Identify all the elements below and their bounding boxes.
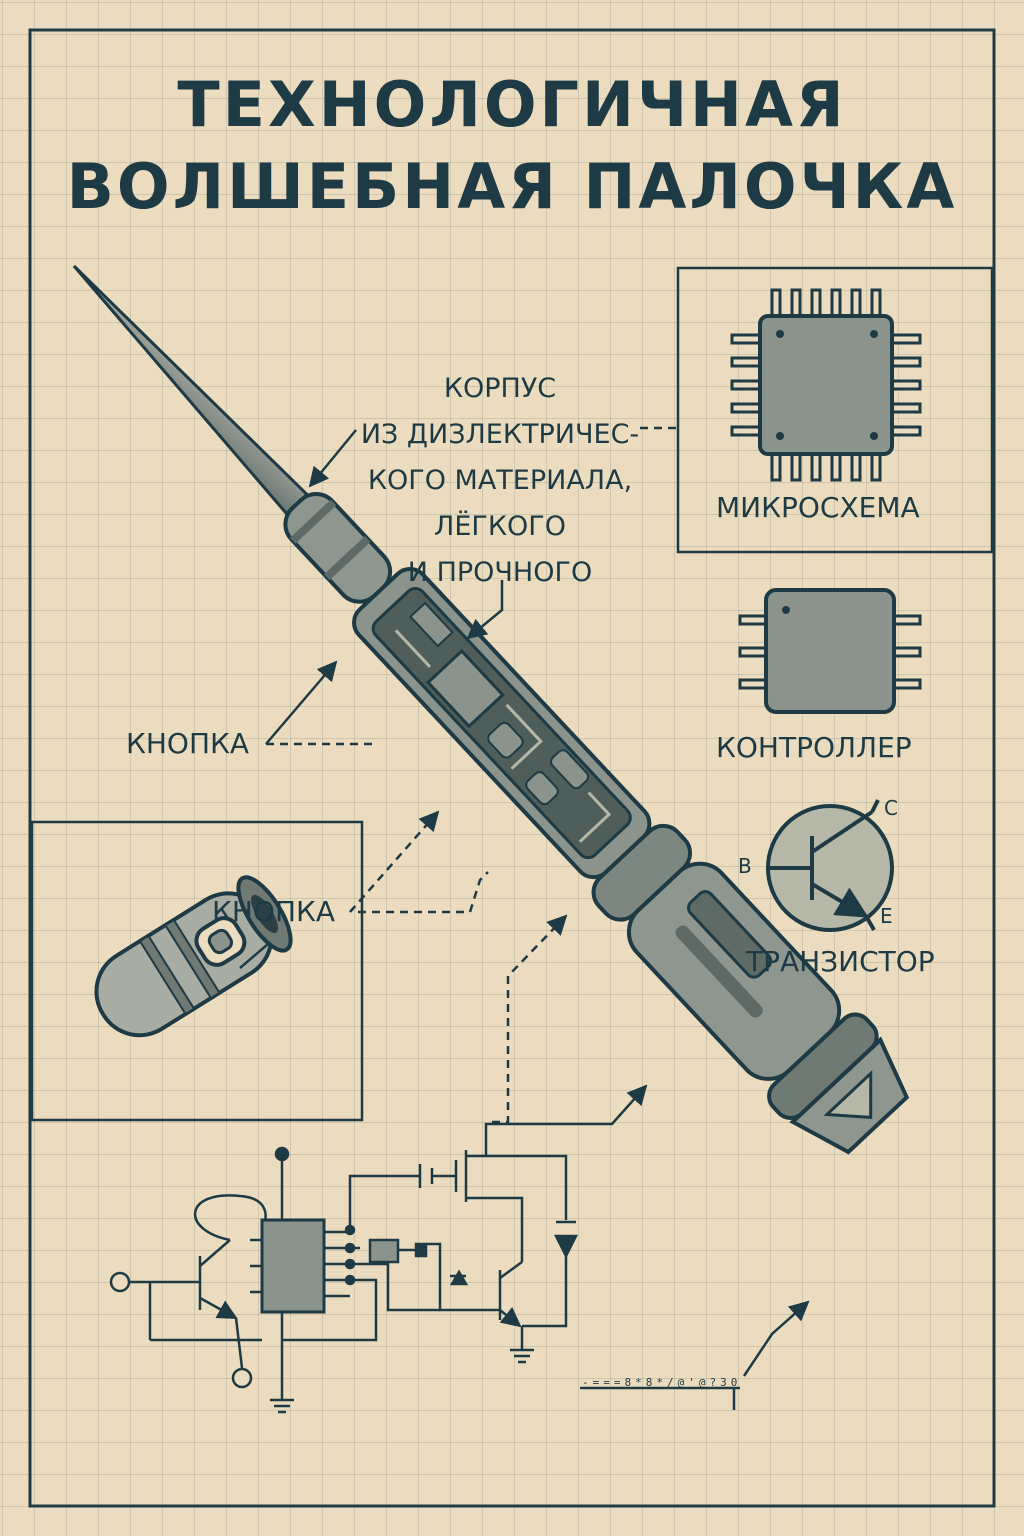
button-detail-callout: КНОПКА: [212, 895, 336, 928]
leader-lines: [239, 426, 810, 1410]
controller-label: КОНТРОЛЛЕР: [716, 731, 912, 764]
transistor-emitter-label: E: [880, 904, 893, 928]
transistor-collector-label: C: [884, 796, 898, 820]
body-material-line: КОГО МАТЕРИАЛА,: [367, 465, 633, 496]
microchip-label: МИКРОСХЕМА: [716, 491, 920, 524]
body-material-callout: КОРПУС ИЗ ДИЗЛЕКТРИЧЕС- КОГО МАТЕРИАЛА, …: [330, 366, 670, 596]
transistor-label: ТРАНЗИСТОР: [746, 945, 935, 978]
transistor-symbol-icon: [766, 799, 894, 932]
controller-chip-icon: [738, 588, 922, 714]
button-detail-panel: [30, 820, 364, 1122]
body-material-line: ЛЁГКОГО: [434, 511, 566, 542]
microchip-panel: [676, 266, 994, 554]
microchip-icon: [730, 288, 922, 482]
button-detail-illustration: [94, 875, 293, 1038]
body-material-line: КОРПУС: [443, 373, 557, 404]
body-material-line: И ПРОЧНОГО: [407, 557, 593, 588]
button-main-callout: КНОПКА: [126, 727, 250, 760]
scale-note: -===8*8*/@'@?30: [582, 1376, 742, 1389]
outer-frame: [28, 28, 996, 1508]
circuit-schematic: [109, 1146, 579, 1414]
wand-illustration: [72, 264, 910, 1155]
transistor-base-label: B: [738, 854, 752, 878]
page-title-line-1: ТЕХНОЛОГИЧНАЯ: [177, 68, 847, 141]
body-material-line: ИЗ ДИЗЛЕКТРИЧЕС-: [360, 419, 640, 450]
page-title-line-2: ВОЛШЕБНАЯ ПАЛОЧКА: [66, 150, 958, 223]
